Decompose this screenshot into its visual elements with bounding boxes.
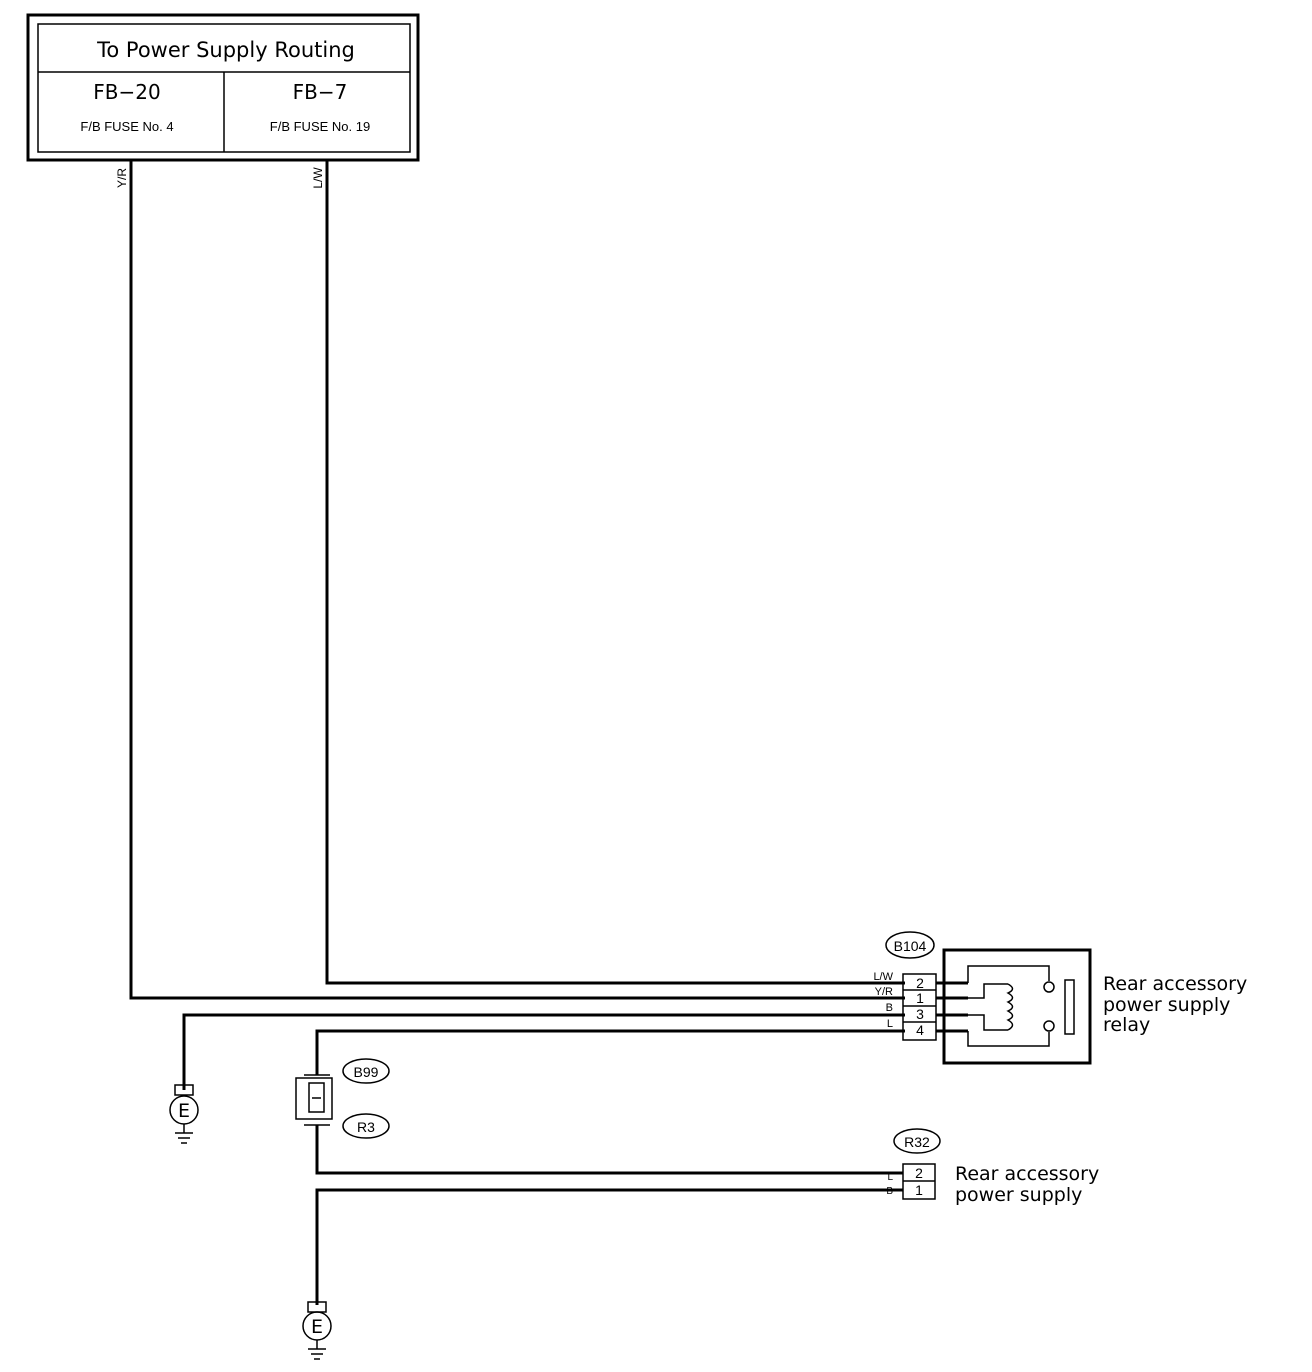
relay-switch-bottom-lead: [967, 1031, 1050, 1047]
accessory-label-line2: power supply: [955, 1184, 1082, 1206]
relay-pin-2: 2: [916, 975, 924, 991]
relay-contact-top: [1043, 981, 1055, 993]
relay-label-line3: relay: [1103, 1014, 1150, 1036]
connector-r32: R32 L B 2 1 Rear accessory power supply: [886, 1128, 1099, 1206]
wire-label-fb20: Y/R: [115, 168, 129, 188]
wire-b-relay-ground: [182, 1013, 905, 1090]
ground-accessory-label: E: [311, 1316, 323, 1338]
wire-label-relay-pin1: Y/R: [875, 986, 893, 998]
relay-pin-3: 3: [916, 1006, 924, 1022]
ground-relay-label: E: [178, 1100, 190, 1122]
b99-tag: [342, 1058, 390, 1084]
fb20-fuse-label: F/B FUSE No. 4: [80, 119, 173, 134]
wire-label-fb7: L/W: [311, 167, 325, 189]
relay-pin-4: 4: [916, 1022, 924, 1038]
relay-coil: [1006, 983, 1014, 1031]
wires: [129, 160, 905, 1305]
b99-label: B99: [354, 1064, 379, 1080]
wire-l-relay-b99: [315, 1029, 905, 1075]
wire-yr-fb20: [129, 160, 905, 1000]
r32-pin-2: 2: [915, 1165, 923, 1181]
r32-pin-1: 1: [915, 1182, 923, 1198]
b99-outer: [295, 1077, 333, 1120]
ground-accessory: E: [302, 1301, 332, 1360]
power-supply-routing-box: To Power Supply Routing FB−20 F/B FUSE N…: [26, 13, 420, 162]
relay-body: [942, 948, 1092, 1065]
wire-b-accessory-ground: [315, 1188, 903, 1305]
r32-tag: [893, 1128, 941, 1154]
relay-contact-bottom: [1043, 1020, 1055, 1032]
relay-switch-top-lead: [967, 965, 1050, 983]
b104-tag: [885, 931, 935, 959]
ground-relay: E: [169, 1084, 199, 1144]
r32-label: R32: [904, 1134, 930, 1150]
wire-label-r32-pin2: L: [887, 1172, 893, 1183]
r3-label: R3: [357, 1119, 375, 1135]
b104-label: B104: [894, 938, 927, 954]
b104-body: [902, 973, 937, 1041]
fb20-code: FB−20: [93, 80, 160, 104]
b99-inner: [308, 1082, 325, 1113]
connector-b104: B104 L/W Y/R B L 2 1 3 4: [873, 931, 937, 1041]
relay-pin-1: 1: [916, 990, 924, 1006]
relay-component: Rear accessory power supply relay: [936, 948, 1247, 1065]
fb7-fuse-label: F/B FUSE No. 19: [270, 119, 370, 134]
wire-l-r3-accessory: [315, 1125, 903, 1175]
accessory-label-line1: Rear accessory: [955, 1163, 1099, 1185]
r3-tag: [342, 1113, 390, 1139]
relay-coil-top-lead: [968, 983, 1008, 999]
connector-b99-r3: B99 R3: [295, 1058, 390, 1139]
relay-coil-bottom-lead: [968, 1014, 1008, 1031]
routing-box-outer: [26, 13, 420, 162]
wire-lw-fb7: [325, 160, 905, 985]
wire-label-relay-pin2: L/W: [873, 971, 893, 983]
wire-label-relay-pin4: L: [887, 1018, 893, 1030]
fb7-code: FB−7: [293, 80, 348, 104]
relay-label-line1: Rear accessory: [1103, 973, 1247, 995]
wire-label-relay-pin3: B: [886, 1002, 893, 1014]
relay-label-line2: power supply: [1103, 994, 1230, 1016]
wire-label-r32-pin1: B: [886, 1186, 893, 1197]
ground-relay-terminal: [174, 1084, 194, 1096]
routing-box-title: To Power Supply Routing: [96, 38, 355, 62]
relay-armature: [1064, 979, 1075, 1035]
